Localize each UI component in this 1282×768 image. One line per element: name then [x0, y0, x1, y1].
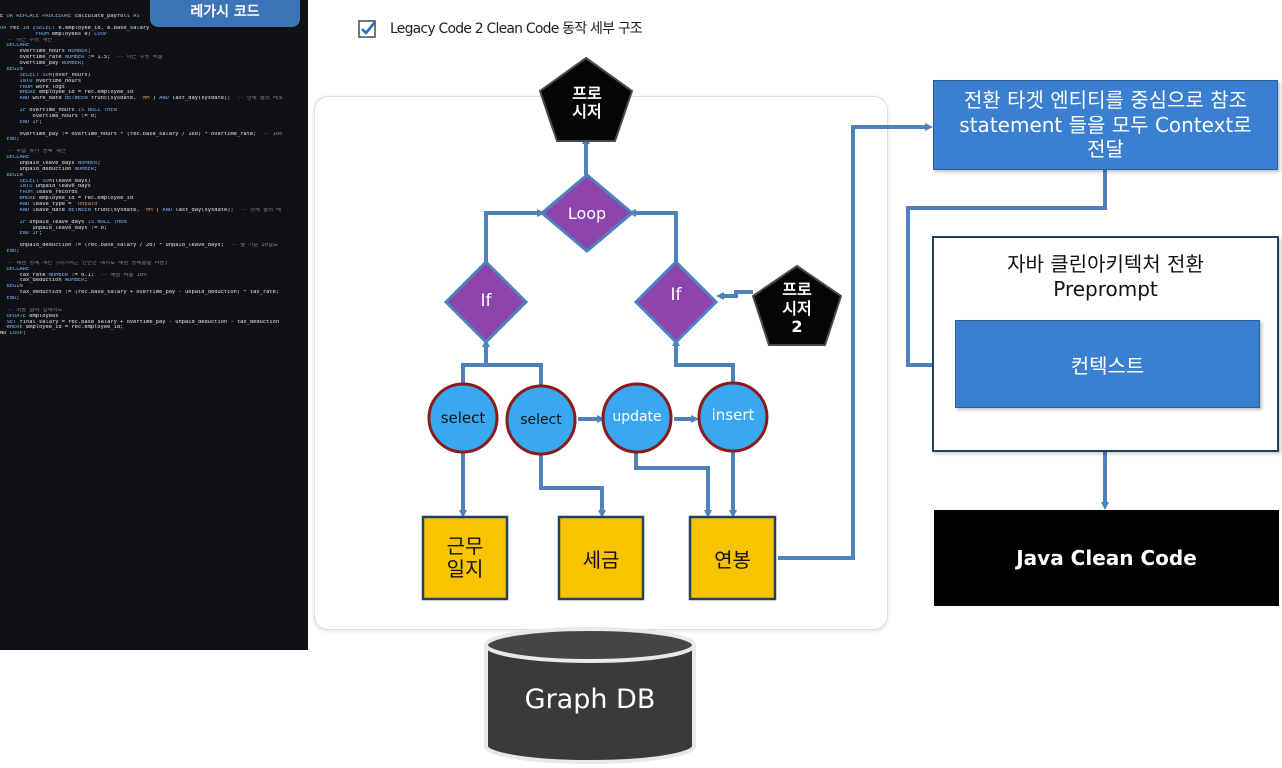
preprompt-title: 자바 클린아키텍처 전환 Preprompt	[1007, 252, 1204, 301]
clean-architecture-preprompt-box: 자바 클린아키텍처 전환 Preprompt 컨텍스트	[932, 236, 1279, 452]
update-circle	[601, 382, 673, 454]
arrow-if-right-to-loop	[628, 209, 678, 262]
target-entity-context-box: 전환 타겟 엔티티를 중심으로 참조 statement 들을 모두 Conte…	[933, 80, 1278, 170]
code-line: tax_deduction := (rec.base_salary + over…	[0, 290, 280, 296]
page-title: Legacy Code 2 Clean Code 동작 세부 구조	[390, 21, 643, 37]
code-line: SELECT SUM(leave_days)	[19, 178, 91, 184]
code-line: overtime_hours := 0;	[0, 113, 98, 119]
if-right-diamond	[633, 259, 719, 345]
code-line: overtime_hours NUMBER;	[0, 49, 91, 55]
arrow-select1-to-if-left	[461, 339, 490, 383]
code-line: overtime_pay NUMBER;	[0, 61, 85, 66]
tax-box	[557, 515, 645, 601]
code-line: WHERE employee_id = rec.employee_id	[19, 90, 134, 96]
code-line: AND leave_type = 'Unpaid'	[19, 202, 101, 207]
arrow-insert-to-if-right	[672, 338, 735, 383]
arrow-update-to-salary	[634, 452, 712, 518]
procedure-node	[538, 56, 634, 142]
code-line: WHERE employee_id = rec.employee_id	[19, 196, 134, 202]
loop-diamond	[539, 173, 635, 253]
arrow-if-left-to-loop	[484, 209, 545, 262]
code-line: AND leave_date BETWEEN trunc(sysdate, 'M…	[19, 207, 282, 213]
arrow-salary-to-target	[778, 123, 933, 560]
arrow-target-to-context	[906, 170, 1107, 369]
select2-circle	[505, 384, 577, 456]
code-line: ND LOOP;	[0, 331, 26, 337]
code-line: AND work_date BETWEEN trunc(sysdate, 'MM…	[19, 96, 283, 102]
code-line: END IF;	[19, 231, 43, 237]
code-listing: E OR REPLACE PROCEDURE calculate_payroll…	[0, 14, 308, 337]
code-line: DECLARE	[6, 266, 30, 272]
graph-db-cylinder	[484, 627, 696, 764]
code-line: -- 세금 공제 계산 (여기서는 간단한 예시로 세금 공제율을 사용)	[6, 260, 168, 266]
insert-circle	[697, 381, 769, 453]
code-line: DECLARE	[6, 43, 30, 49]
code-line: IF overtime_hours IS NULL THEN	[19, 108, 117, 113]
code-line: unpaid_leave_days NUMBER;	[0, 160, 101, 166]
legacy-code-tab[interactable]: 레가시 코드	[150, 0, 300, 27]
java-clean-code-box: Java Clean Code	[934, 510, 1279, 606]
code-line: END;	[6, 137, 20, 143]
worklog-box	[421, 515, 509, 601]
code-line: OR rec IN (SELECT e.employee_id, e.base_…	[0, 25, 150, 31]
code-line: BEGIN	[6, 66, 23, 72]
code-line: overtime_rate NUMBER := 1.5; -- 야근 수당 비율	[0, 55, 163, 61]
code-line: IF unpaid_leave_days IS NULL THEN	[19, 219, 127, 225]
code-line: END;	[6, 249, 20, 254]
code-line: INTO overtime_hours	[19, 78, 82, 84]
checkbox-checked-icon[interactable]	[358, 20, 376, 38]
select1-circle	[427, 382, 499, 454]
code-line: WHERE employee_id = rec.employee_id;	[6, 325, 124, 331]
code-line: END IF;	[19, 119, 43, 125]
code-line: DECLARE	[6, 155, 30, 160]
code-line: FROM leave_records	[19, 190, 78, 196]
code-line: unpaid_deduction NUMBER;	[0, 166, 98, 172]
code-line: tax_deduction NUMBER;	[0, 278, 88, 284]
code-line: -- 무급 휴가 공제 계산	[6, 149, 66, 155]
if-left-diamond	[443, 259, 529, 345]
code-line: END;	[6, 296, 20, 301]
code-line: tax_rate NUMBER := 0.1; -- 세금 비율 10%	[0, 272, 147, 278]
code-line: SET final_salary = rec.base_salary + ove…	[6, 319, 280, 325]
arrow-procedure2-to-if-right	[716, 290, 753, 300]
code-line: -- 야근 수당 계산	[6, 37, 53, 43]
code-line: unpaid_deduction := (rec.base_salary / 2…	[0, 243, 278, 249]
arrow-select2-to-if-left	[486, 363, 543, 385]
code-line: E OR REPLACE PROCEDURE calculate_payroll…	[0, 14, 140, 19]
context-box: 컨텍스트	[955, 320, 1260, 408]
code-line: SELECT SUM(over_hours)	[19, 72, 91, 78]
code-line: BEGIN	[6, 284, 23, 290]
code-line: -- 최종 급여 업데이트	[6, 307, 63, 313]
code-line: FROM employees e) LOOP	[35, 31, 108, 37]
procedure2-node	[751, 264, 843, 346]
code-line: FROM work_logs	[19, 84, 65, 90]
arrow-select2-to-tax	[539, 455, 606, 518]
code-line: BEGIN	[6, 172, 23, 178]
code-line: unpaid_leave_days := 0;	[0, 225, 108, 231]
legacy-code-panel: E OR REPLACE PROCEDURE calculate_payroll…	[0, 0, 308, 650]
code-line: INTO unpaid_leave_days	[19, 184, 91, 190]
code-line: UPDATE employees	[6, 313, 59, 319]
connectors	[459, 123, 1109, 560]
salary-box	[688, 515, 777, 601]
code-line: overtime_pay := overtime_hours * (rec.ba…	[0, 131, 283, 137]
